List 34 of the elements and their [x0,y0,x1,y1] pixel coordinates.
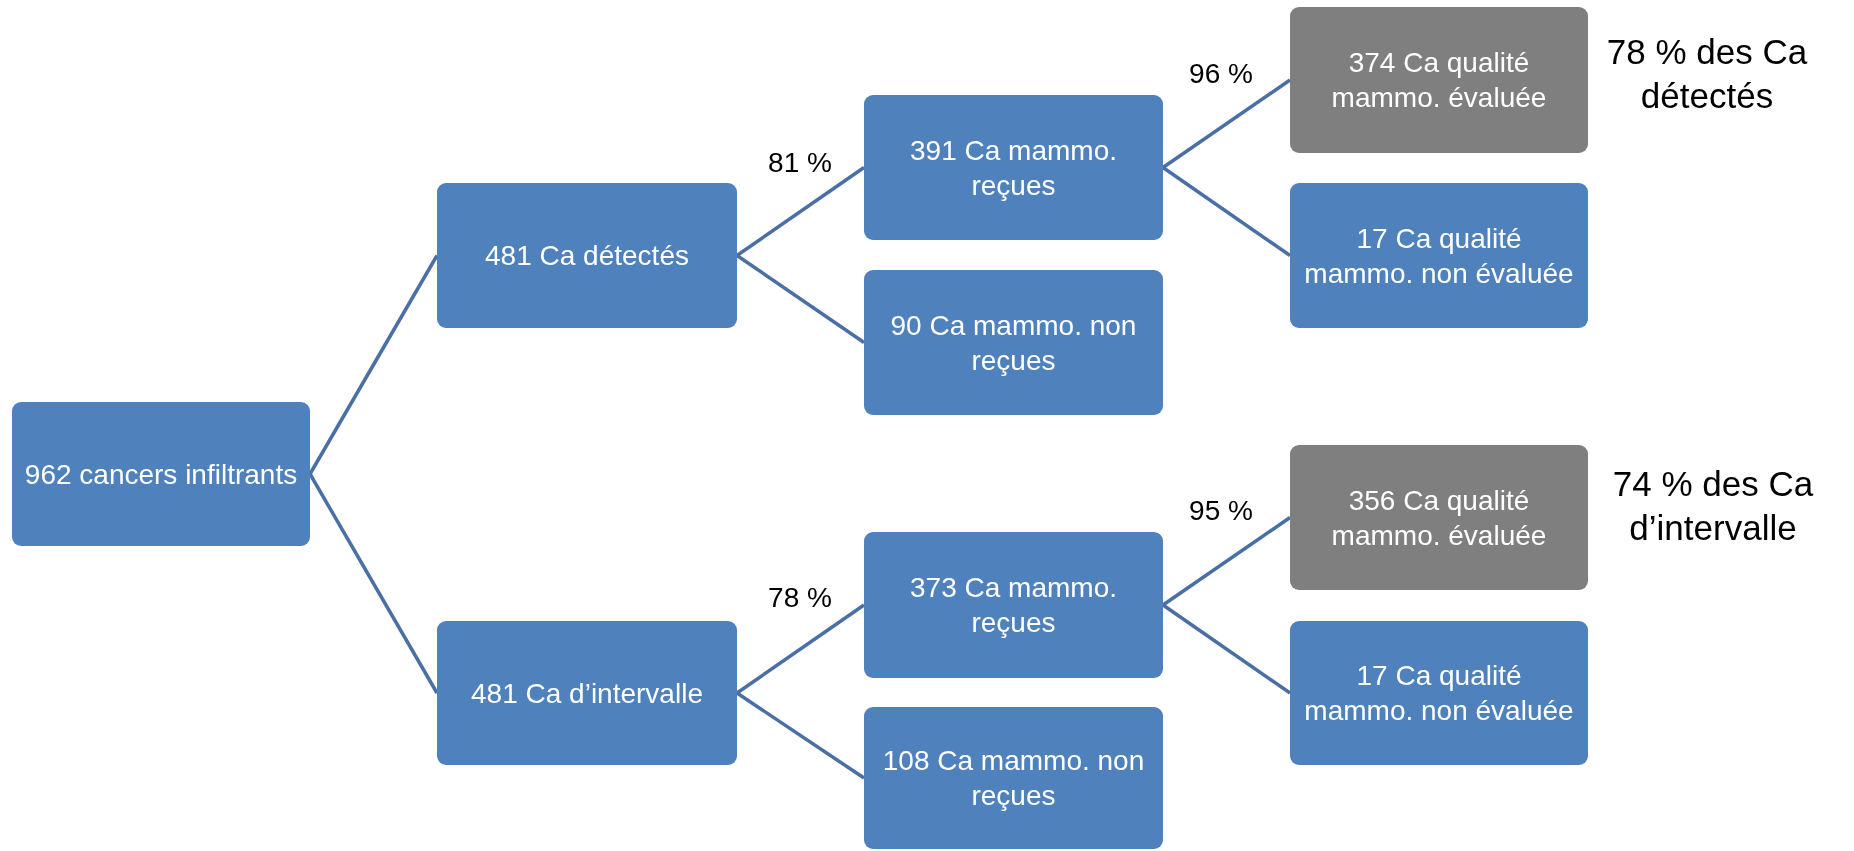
node-text: 481 Ca détectés [485,239,689,273]
process-box [1290,621,1588,765]
annotation-text: 78 % des Ca détectés [1605,31,1809,117]
process-box [437,183,737,328]
connector-line [736,166,865,257]
process-box [12,402,310,546]
node-text: 90 Ca mammo. non reçues [889,308,1138,378]
connector-line [308,254,439,475]
node-text: 374 Ca qualité mammo. évaluée [1330,46,1548,115]
connector-line [736,254,865,344]
node-text: 17 Ca qualité mammo. non évaluée [1303,659,1575,728]
node-text: 356 Ca qualité mammo. évaluée [1330,483,1548,553]
node-text: 962 cancers infiltrants [24,457,298,492]
annotation-text: 74 % des Ca d’intervalle [1611,463,1815,549]
connector-line [308,473,439,694]
highlight-box [1290,7,1588,153]
connector-line [1162,166,1291,257]
process-box [864,270,1163,415]
process-box [437,621,737,765]
process-box [1290,183,1588,328]
node-text: 391 Ca mammo. reçues [909,133,1118,203]
process-box [864,95,1163,240]
connector-line [736,603,865,695]
node-text: 373 Ca mammo. reçues [909,571,1118,640]
highlight-box [1290,445,1588,590]
process-box [864,707,1163,849]
connector-line [1162,516,1291,607]
connector-line [1162,603,1291,695]
process-box [864,532,1163,678]
connector-line [1162,78,1291,169]
node-text: 17 Ca qualité mammo. non évaluée [1303,221,1575,291]
connector-line [736,691,865,780]
node-text: 481 Ca d’intervalle [471,676,703,711]
node-text: 108 Ca mammo. non reçues [881,744,1146,813]
